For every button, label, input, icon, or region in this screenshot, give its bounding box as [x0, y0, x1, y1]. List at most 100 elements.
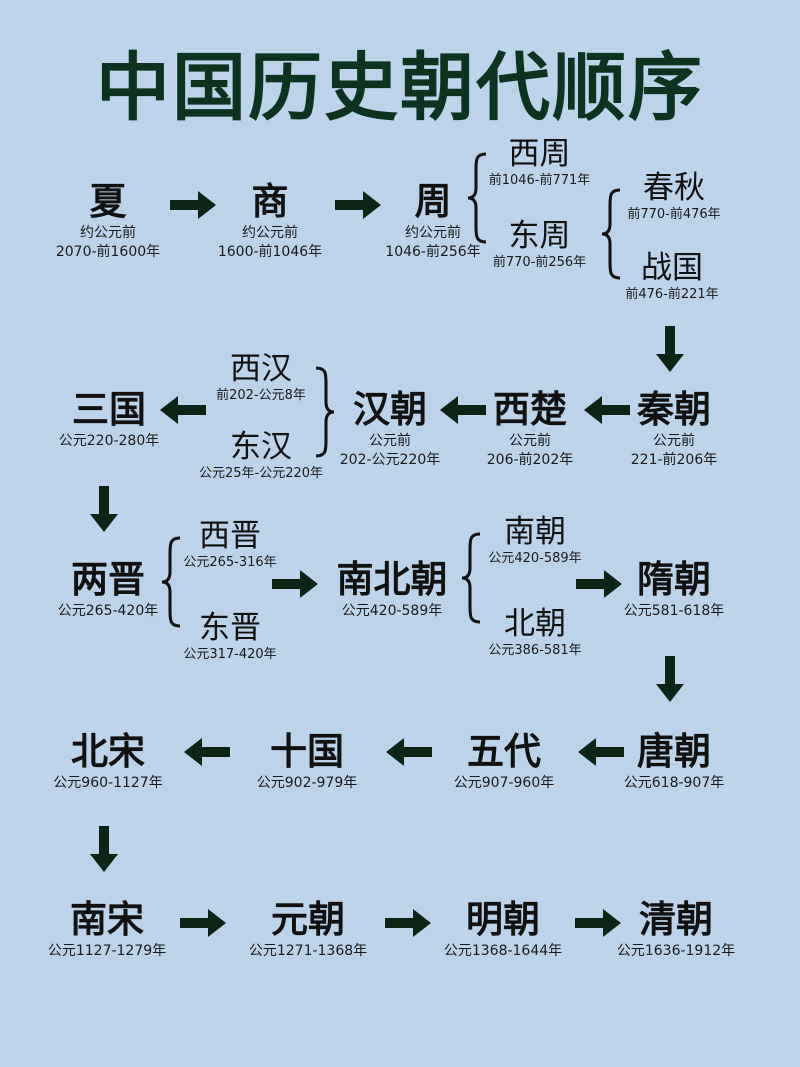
node-donghan: 东汉 公元25年-公元220年: [186, 429, 336, 482]
node-name: 三国: [72, 388, 146, 431]
node-date: 公元265-316年: [183, 555, 277, 570]
node-name: 东周: [508, 218, 571, 254]
page-title: 中国历史朝代顺序: [96, 45, 704, 131]
node-date: 约公元前: [242, 225, 298, 241]
brace-left-icon: [466, 152, 488, 244]
node-zhou: 周 约公元前 1046-前256年: [374, 180, 492, 262]
node-nanbeichao: 南北朝 公元420-589年: [326, 558, 458, 621]
arrow-left-icon: [184, 738, 230, 766]
node-name: 元朝: [271, 898, 345, 941]
node-dongzhou: 东周 前770-前256年: [487, 218, 592, 271]
node-date: 公元317-420年: [183, 647, 277, 662]
node-name: 南宋: [70, 898, 144, 941]
node-date: 公元1127-1279年: [47, 943, 167, 959]
node-name: 周: [414, 180, 452, 223]
arrow-down-icon: [656, 656, 684, 702]
node-date: 公元前: [369, 433, 411, 449]
node-date: 公元386-581年: [488, 643, 582, 658]
node-date: 前770-前476年: [627, 207, 721, 222]
node-name: 西周: [508, 136, 571, 172]
node-xihan: 西汉 前202-公元8年: [205, 351, 317, 404]
node-sanguo: 三国 公元220-280年: [48, 388, 170, 451]
brace-left-icon: [460, 532, 482, 624]
node-name: 南北朝: [336, 558, 448, 601]
node-name: 春秋: [643, 170, 705, 206]
node-date: 1046-前256年: [385, 244, 481, 260]
brace-left-icon: [600, 188, 622, 280]
node-date: 约公元前: [80, 225, 136, 241]
node-date: 公元265-420年: [57, 603, 159, 619]
node-name: 秦朝: [637, 388, 711, 431]
node-date: 公元907-960年: [453, 775, 555, 791]
node-xia: 夏 约公元前 2070-前1600年: [48, 180, 168, 262]
node-name: 商: [251, 180, 289, 223]
node-date: 前770-前256年: [492, 255, 587, 270]
node-date: 1600-前1046年: [217, 244, 323, 260]
arrow-right-icon: [272, 570, 318, 598]
node-name: 五代: [467, 730, 541, 773]
node-zhanguo: 战国 前476-前221年: [616, 250, 728, 303]
node-liangjin: 两晋 公元265-420年: [46, 558, 170, 621]
node-beisong: 北宋 公元960-1127年: [44, 730, 172, 793]
arrow-left-icon: [160, 396, 206, 424]
arrow-down-icon: [656, 326, 684, 372]
arrow-left-icon: [386, 738, 432, 766]
arrow-down-icon: [90, 486, 118, 532]
node-date: 公元220-280年: [58, 433, 160, 449]
node-date: 公元1636-1912年: [616, 943, 736, 959]
arrow-left-icon: [584, 396, 630, 424]
brace-left-icon: [160, 536, 182, 628]
node-sui: 隋朝 公元581-618年: [616, 558, 732, 621]
node-ming: 明朝 公元1368-1644年: [436, 898, 570, 961]
node-name: 战国: [641, 250, 703, 286]
node-date: 公元1271-1368年: [248, 943, 368, 959]
node-beichao: 北朝 公元386-581年: [480, 606, 590, 659]
node-date: 221-前206年: [630, 452, 718, 468]
node-yuan: 元朝 公元1271-1368年: [240, 898, 376, 961]
node-name: 南朝: [504, 514, 566, 550]
node-tang: 唐朝 公元618-907年: [616, 730, 732, 793]
node-name: 明朝: [466, 898, 540, 941]
node-name: 夏: [89, 180, 127, 223]
node-date: 公元25年-公元220年: [198, 466, 324, 481]
brace-right-icon: [314, 366, 336, 458]
node-date: 公元618-907年: [623, 775, 725, 791]
node-han: 汉朝 公元前 202-公元220年: [330, 388, 450, 470]
arrow-right-icon: [385, 909, 431, 937]
node-shiguo: 十国 公元902-979年: [248, 730, 366, 793]
node-name: 隋朝: [637, 558, 711, 601]
node-date: 202-公元220年: [339, 452, 441, 468]
node-name: 唐朝: [637, 730, 711, 773]
node-nansong: 南宋 公元1127-1279年: [40, 898, 174, 961]
node-date: 前1046-前771年: [488, 173, 591, 188]
arrow-right-icon: [576, 570, 622, 598]
node-nanchao: 南朝 公元420-589年: [480, 514, 590, 567]
node-date: 约公元前: [405, 225, 461, 241]
node-name: 东汉: [230, 429, 292, 465]
node-date: 前476-前221年: [625, 287, 719, 302]
node-date: 公元581-618年: [623, 603, 725, 619]
node-chunqiu: 春秋 前770-前476年: [618, 170, 730, 223]
arrow-right-icon: [575, 909, 621, 937]
node-dongjin: 东晋 公元317-420年: [175, 610, 285, 663]
node-qin: 秦朝 公元前 221-前206年: [616, 388, 732, 470]
node-qing: 清朝 公元1636-1912年: [608, 898, 744, 961]
node-wudai: 五代 公元907-960年: [444, 730, 564, 793]
node-date: 公元前: [653, 433, 695, 449]
node-date: 前202-公元8年: [216, 388, 306, 403]
node-name: 西汉: [230, 351, 292, 387]
arrow-right-icon: [335, 191, 381, 219]
node-date: 公元960-1127年: [53, 775, 163, 791]
arrow-right-icon: [180, 909, 226, 937]
arrow-left-icon: [578, 738, 624, 766]
arrow-right-icon: [170, 191, 216, 219]
node-date: 公元902-979年: [256, 775, 358, 791]
node-date: 2070-前1600年: [55, 244, 161, 260]
node-date: 公元1368-1644年: [443, 943, 563, 959]
node-xichu: 西楚 公元前 206-前202年: [470, 388, 590, 470]
node-name: 汉朝: [353, 388, 427, 431]
node-date: 公元420-589年: [341, 603, 443, 619]
node-name: 西楚: [493, 388, 567, 431]
node-xijin: 西晋 公元265-316年: [175, 518, 285, 571]
